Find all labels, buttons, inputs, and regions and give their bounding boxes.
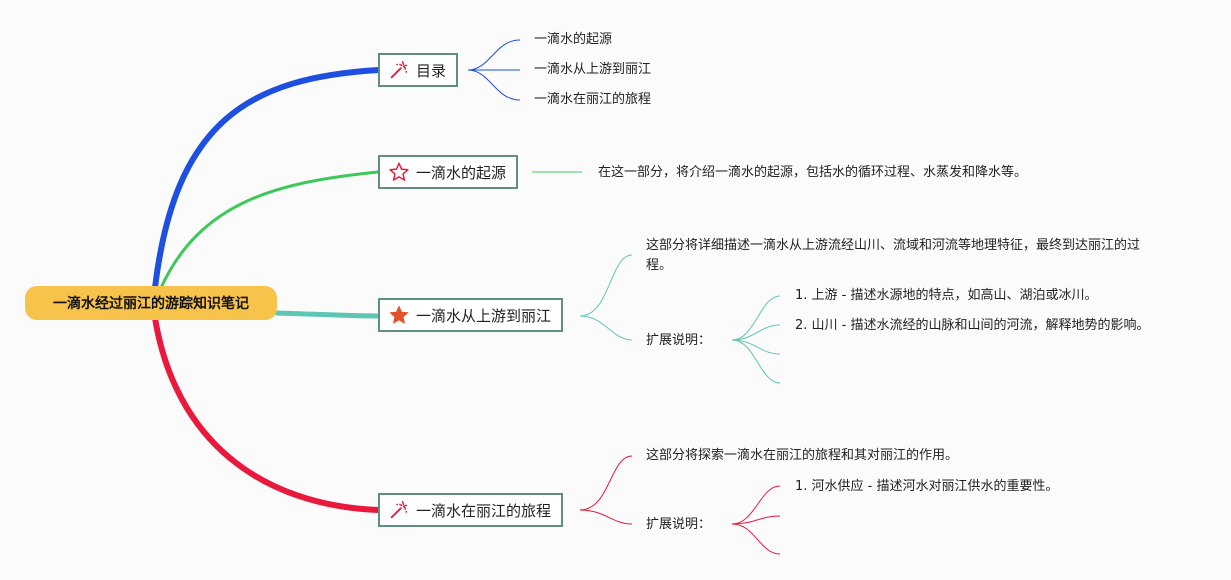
branch-origin-title: 一滴水的起源	[416, 163, 507, 182]
journey-extension-item-1[interactable]: 1. 河水供应 - 描述河水对丽江供水的重要性。	[795, 479, 1059, 494]
connector-root-journey	[152, 315, 381, 513]
magic-wand-icon	[388, 499, 410, 521]
journey-extension-label[interactable]: 扩展说明：	[646, 517, 712, 532]
upstream-extension-label[interactable]: 扩展说明：	[646, 333, 712, 348]
upstream-description[interactable]: 这部分将详细描述一滴水从上游流经山川、流域和河流等地理特征，最终到达丽江的过程。	[646, 238, 1141, 273]
branch-toc-title: 目录	[416, 61, 447, 80]
connector-journey-ext-2	[731, 515, 781, 525]
connector-journey-ext-1	[731, 485, 781, 525]
connector-upstream-ext	[579, 315, 633, 341]
connector-upstream-ext-2	[731, 324, 781, 341]
branch-journey-title: 一滴水在丽江的旅程	[416, 501, 552, 520]
toc-item-1[interactable]: 一滴水的起源	[534, 32, 613, 47]
connector-journey-ext	[579, 509, 633, 525]
branch-upstream-title: 一滴水从上游到丽江	[416, 306, 552, 325]
journey-description[interactable]: 这部分将探索一滴水在丽江的旅程和其对丽江的作用。	[646, 448, 959, 463]
connector-upstream-ext-4	[731, 339, 781, 384]
toc-item-2[interactable]: 一滴水从上游到丽江	[534, 62, 652, 77]
connector-journey-desc	[579, 455, 633, 511]
toc-item-3[interactable]: 一滴水在丽江的旅程	[534, 92, 652, 107]
connector-upstream-ext-1	[731, 295, 781, 341]
origin-description[interactable]: 在这一部分，将介绍一滴水的起源，包括水的循环过程、水蒸发和降水等。	[598, 165, 1028, 180]
connector-journey-ext-3	[731, 523, 781, 555]
connector-root-upstream	[274, 310, 381, 319]
star-filled-icon	[388, 304, 410, 326]
root-node[interactable]: 一滴水经过丽江的游踪知识笔记	[25, 286, 277, 320]
root-title: 一滴水经过丽江的游踪知识笔记	[53, 296, 249, 312]
branch-journey[interactable]: 一滴水在丽江的旅程	[378, 493, 564, 527]
upstream-extension-item-1[interactable]: 1. 上游 - 描述水源地的特点，如高山、湖泊或冰川。	[795, 288, 1098, 303]
connector-root-origin	[158, 170, 380, 292]
connector-toc-3	[467, 69, 521, 101]
magic-wand-icon	[388, 59, 410, 81]
upstream-extension-item-2[interactable]: 2. 山川 - 描述水流经的山脉和山间的河流，解释地势的影响。	[795, 318, 1150, 333]
branch-toc[interactable]: 目录	[378, 53, 459, 87]
connector-toc-1	[467, 39, 521, 71]
branch-upstream[interactable]: 一滴水从上游到丽江	[378, 298, 564, 332]
star-outline-icon	[388, 161, 410, 183]
connector-root-toc	[152, 67, 381, 291]
branch-origin[interactable]: 一滴水的起源	[378, 155, 519, 189]
connector-upstream-desc	[579, 254, 633, 317]
